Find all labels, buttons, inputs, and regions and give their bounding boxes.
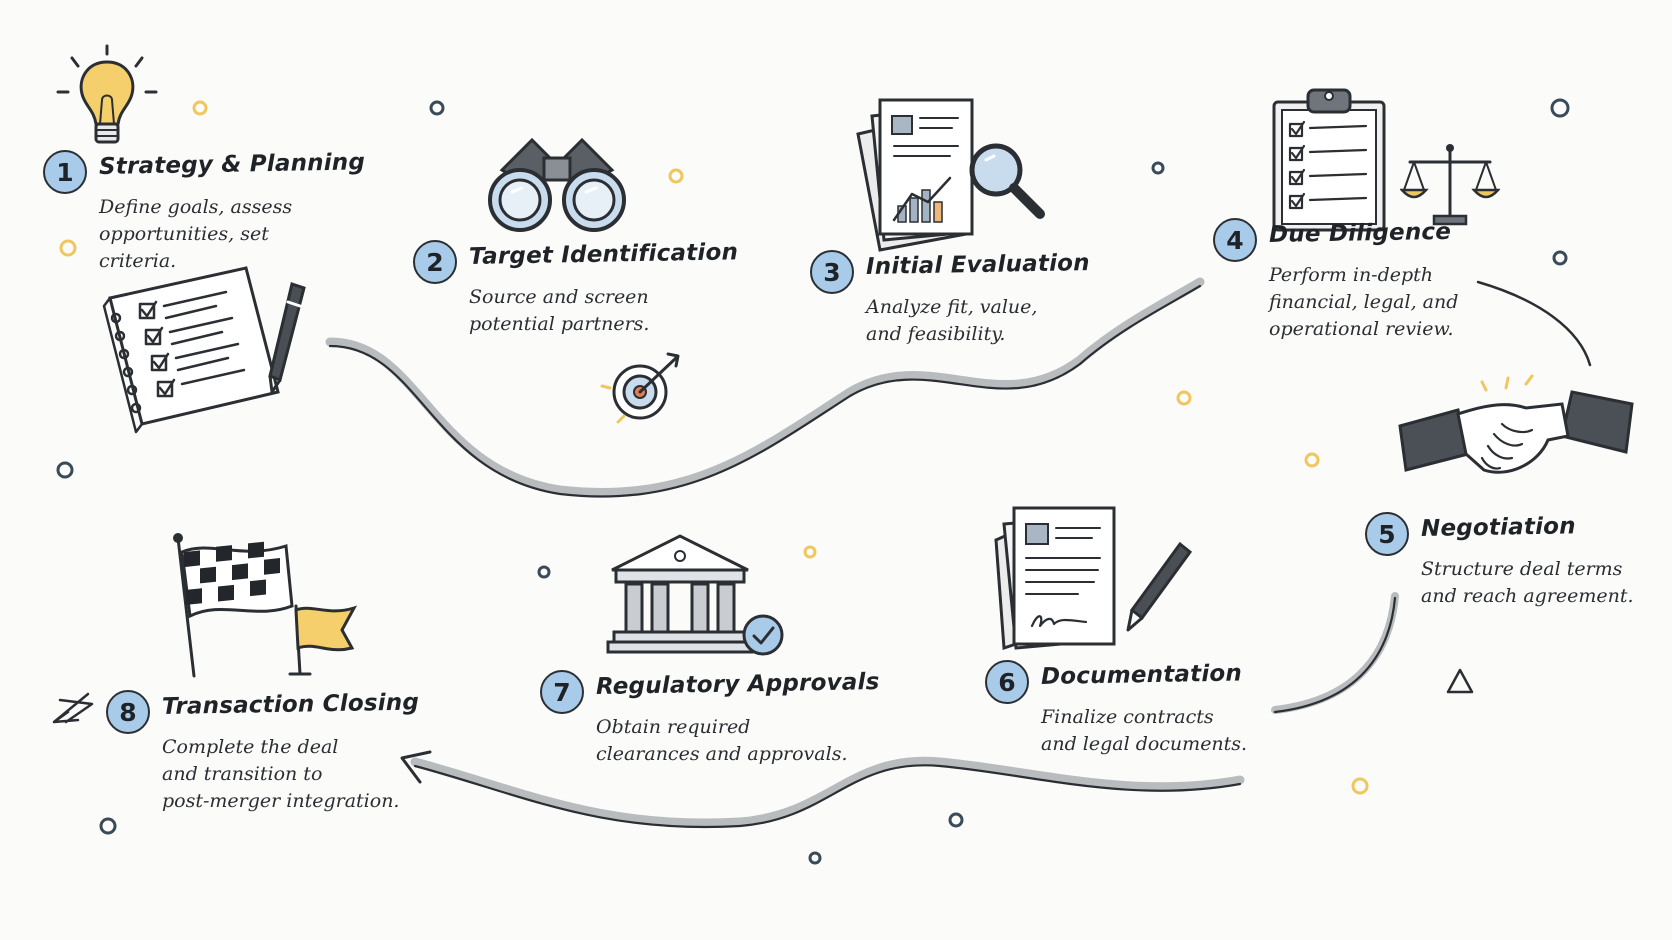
step-title: Initial Evaluation — [865, 250, 1090, 280]
pennant-flag-icon — [288, 604, 358, 676]
step-title: Due Diligence — [1268, 218, 1452, 248]
step-number-badge: 1 — [43, 150, 87, 194]
step-title: Documentation — [1040, 660, 1243, 690]
step-description: Obtain required clearances and approvals… — [596, 716, 848, 765]
step-title: Regulatory Approvals — [595, 669, 880, 700]
checkered-flag-icon — [173, 533, 294, 678]
step-number-badge: 3 — [810, 250, 854, 294]
step-description: Finalize contracts and legal documents. — [1041, 706, 1248, 755]
step-number-badge: 2 — [413, 240, 457, 284]
step-description: Complete the deal and transition to post… — [162, 736, 400, 812]
government-building-icon — [606, 534, 754, 654]
lightbulb-icon — [56, 44, 158, 144]
scales-icon — [1400, 144, 1500, 226]
step-number-badge: 8 — [106, 690, 150, 734]
magnifier-icon — [969, 143, 1045, 219]
check-badge-icon — [742, 614, 784, 656]
step-number-badge: 7 — [540, 670, 584, 714]
pen-icon — [1126, 541, 1193, 632]
target-icon — [600, 352, 680, 424]
signed-documents-icon — [994, 506, 1116, 651]
step-description: Source and screen potential partners. — [469, 286, 650, 335]
step-title: Strategy & Planning — [98, 149, 366, 180]
step-title: Negotiation — [1420, 513, 1576, 542]
step-title: Target Identification — [468, 239, 739, 270]
step-number-badge: 4 — [1213, 218, 1257, 262]
binoculars-icon — [488, 137, 626, 232]
clipboard-checklist-icon — [1272, 88, 1386, 232]
step-title: Transaction Closing — [161, 689, 420, 720]
step-description: Analyze fit, value, and feasibility. — [866, 296, 1038, 345]
step-number-badge: 5 — [1365, 512, 1409, 556]
checklist-notebook-icon — [102, 266, 280, 434]
pen-icon — [268, 282, 306, 394]
step-description: Define goals, assess opportunities, set … — [99, 196, 293, 272]
step-description: Perform in-depth financial, legal, and o… — [1269, 264, 1459, 340]
step-number-badge: 6 — [985, 660, 1029, 704]
handshake-icon — [1398, 374, 1634, 474]
step-description: Structure deal terms and reach agreement… — [1421, 558, 1634, 607]
